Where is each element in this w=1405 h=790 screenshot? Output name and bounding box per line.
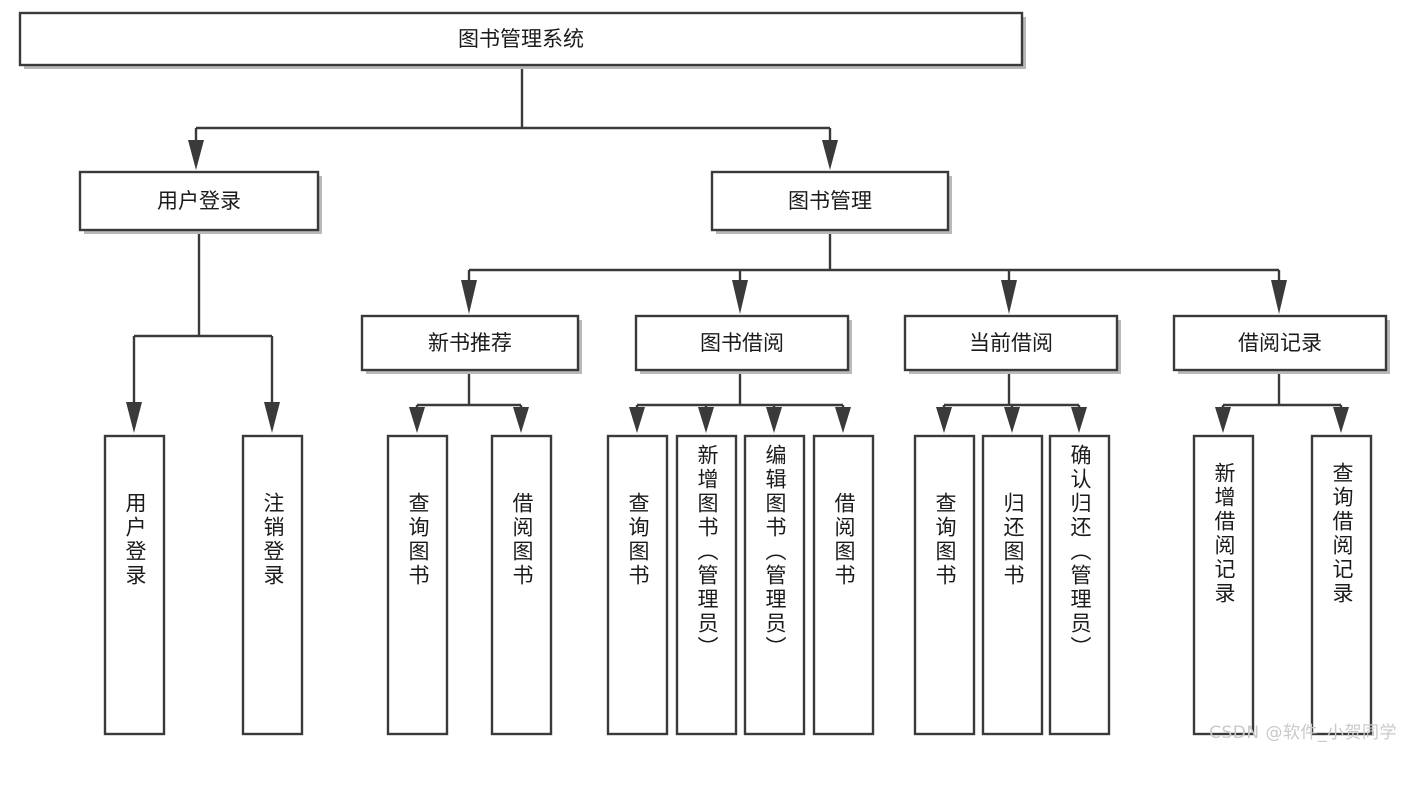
node-current-borrow-box[interactable] <box>903 314 1119 372</box>
arrow-to-leaf-return-book <box>1004 407 1020 433</box>
node-borrow-record-label: 借阅记录 <box>1238 331 1322 355</box>
node-new-book-recommend-box[interactable] <box>360 314 580 372</box>
arrow-to-current-borrow <box>1001 280 1017 314</box>
leaf-box-query-book-1[interactable] <box>386 434 449 736</box>
leaf-box-confirm-return[interactable] <box>1048 434 1111 736</box>
arrow-to-leaf-query-book-3 <box>936 407 952 433</box>
arrow-to-leaf-query-book-1 <box>409 407 425 433</box>
leaf-boxes <box>103 434 1373 736</box>
node-user-login-label: 用户登录 <box>157 189 241 213</box>
arrow-to-leaf-user-login <box>126 402 142 433</box>
arrow-to-leaf-confirm-return <box>1071 407 1087 433</box>
connectors <box>126 69 1349 433</box>
node-user-login[interactable]: 用户登录 <box>78 170 322 234</box>
node-book-borrow-box[interactable] <box>634 314 850 372</box>
watermark: CSDN @软件_小贺同学 <box>1209 723 1397 743</box>
leaf-box-add-book[interactable] <box>675 434 738 736</box>
arrow-to-leaf-borrow-book-2 <box>835 407 851 433</box>
node-book-manage-label: 图书管理 <box>788 189 872 213</box>
arrow-to-leaf-add-record <box>1215 407 1231 433</box>
arrow-to-book-manage <box>822 140 838 170</box>
arrow-to-book-borrow <box>732 280 748 314</box>
node-borrow-record[interactable]: 借阅记录 <box>1172 314 1390 374</box>
node-borrow-record-box[interactable] <box>1172 314 1388 372</box>
node-book-manage[interactable]: 图书管理 <box>710 170 952 234</box>
node-root[interactable]: 图书管理系统 <box>18 11 1026 69</box>
arrow-to-leaf-query-record <box>1333 407 1349 433</box>
node-book-borrow[interactable]: 图书借阅 <box>634 314 852 374</box>
diagram-canvas: 图书管理系统 用户登录 图书管理 新书推荐 图书借阅 当前借阅 <box>18 11 1397 743</box>
node-book-borrow-label: 图书借阅 <box>700 331 784 355</box>
node-new-book-recommend[interactable]: 新书推荐 <box>360 314 582 374</box>
node-root-box[interactable] <box>18 11 1024 67</box>
arrow-to-new-book-recommend <box>461 280 477 314</box>
leaf-box-user-login[interactable] <box>103 434 166 736</box>
node-root-label: 图书管理系统 <box>458 27 584 51</box>
arrow-to-leaf-query-book-2 <box>629 407 645 433</box>
leaf-box-borrow-book-2[interactable] <box>812 434 875 736</box>
node-user-login-box[interactable] <box>78 170 320 232</box>
arrow-to-leaf-edit-book <box>766 407 782 433</box>
leaf-box-logout-login[interactable] <box>241 434 304 736</box>
node-current-borrow[interactable]: 当前借阅 <box>903 314 1121 374</box>
leaf-box-query-book-2[interactable] <box>606 434 669 736</box>
node-new-book-recommend-label: 新书推荐 <box>428 331 512 355</box>
leaf-box-query-record[interactable] <box>1310 434 1373 736</box>
tree-diagram-svg: 图书管理系统 用户登录 图书管理 新书推荐 图书借阅 当前借阅 <box>18 11 1390 736</box>
arrow-to-user-login <box>188 140 204 170</box>
leaf-box-borrow-book-1[interactable] <box>490 434 553 736</box>
arrow-to-leaf-logout-login <box>264 402 280 433</box>
node-book-manage-box[interactable] <box>710 170 950 232</box>
leaf-box-edit-book[interactable] <box>743 434 806 736</box>
leaf-box-add-record[interactable] <box>1192 434 1255 736</box>
arrow-to-leaf-add-book <box>698 407 714 433</box>
arrow-to-borrow-record <box>1271 280 1287 314</box>
node-current-borrow-label: 当前借阅 <box>969 331 1053 355</box>
arrow-to-leaf-borrow-book-1 <box>513 407 529 433</box>
leaf-box-query-book-3[interactable] <box>913 434 976 736</box>
leaf-box-return-book[interactable] <box>981 434 1044 736</box>
